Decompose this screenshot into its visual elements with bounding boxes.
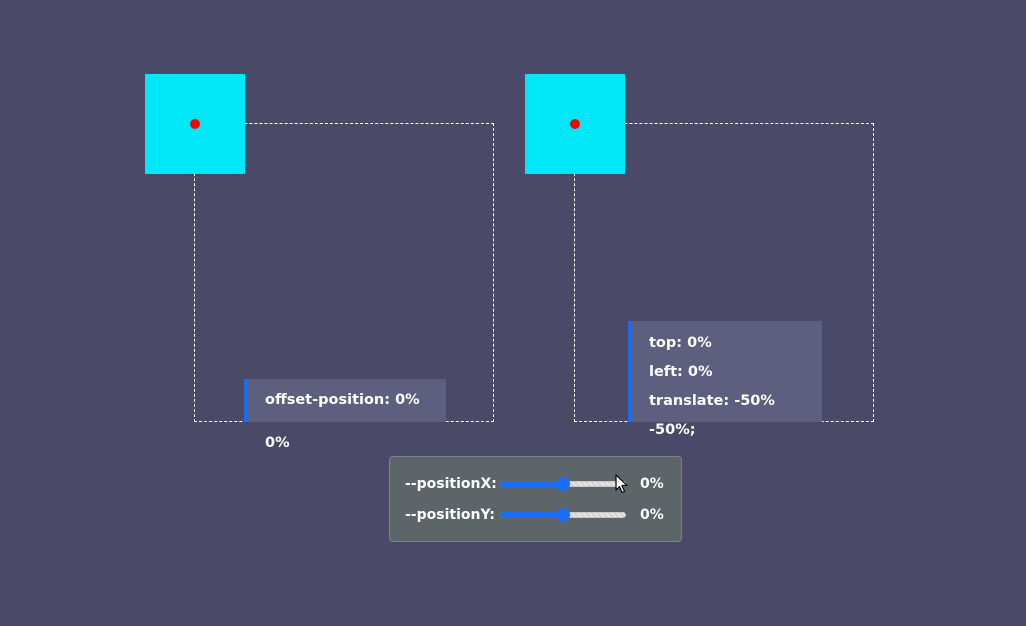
- anchor-dot: [190, 119, 200, 129]
- slider-fill: [500, 481, 563, 487]
- position-y-label: --positionY:: [405, 507, 495, 523]
- translate-container: [525, 74, 874, 422]
- position-x-slider[interactable]: [500, 477, 628, 491]
- position-x-control: --positionX: 0%: [390, 474, 681, 494]
- offset-position-code-label: offset-position: 0% 0%: [244, 379, 446, 451]
- translate-code-label: top: 0% left: 0% translate: -50% -50%;: [628, 321, 822, 438]
- slider-fill: [500, 512, 563, 518]
- position-x-label: --positionX:: [405, 476, 497, 492]
- position-y-value: 0%: [640, 507, 664, 523]
- code-text: offset-position: 0% 0%: [265, 392, 420, 451]
- code-line-translate: translate: -50% -50%;: [649, 393, 775, 438]
- position-y-slider[interactable]: [500, 508, 628, 522]
- translate-square: [525, 74, 625, 174]
- anchor-dot: [570, 119, 580, 129]
- slider-thumb[interactable]: [556, 477, 570, 491]
- code-line-top: top: 0%: [649, 335, 712, 351]
- slider-thumb[interactable]: [556, 508, 570, 522]
- controls-panel: --positionX: 0% --positionY: 0%: [389, 456, 682, 542]
- position-x-value: 0%: [640, 476, 664, 492]
- mouse-pointer-icon: [615, 474, 628, 494]
- code-line-left: left: 0%: [649, 364, 713, 380]
- offset-position-square: [145, 74, 245, 174]
- offset-position-container: [145, 74, 494, 422]
- position-y-control: --positionY: 0%: [390, 505, 681, 525]
